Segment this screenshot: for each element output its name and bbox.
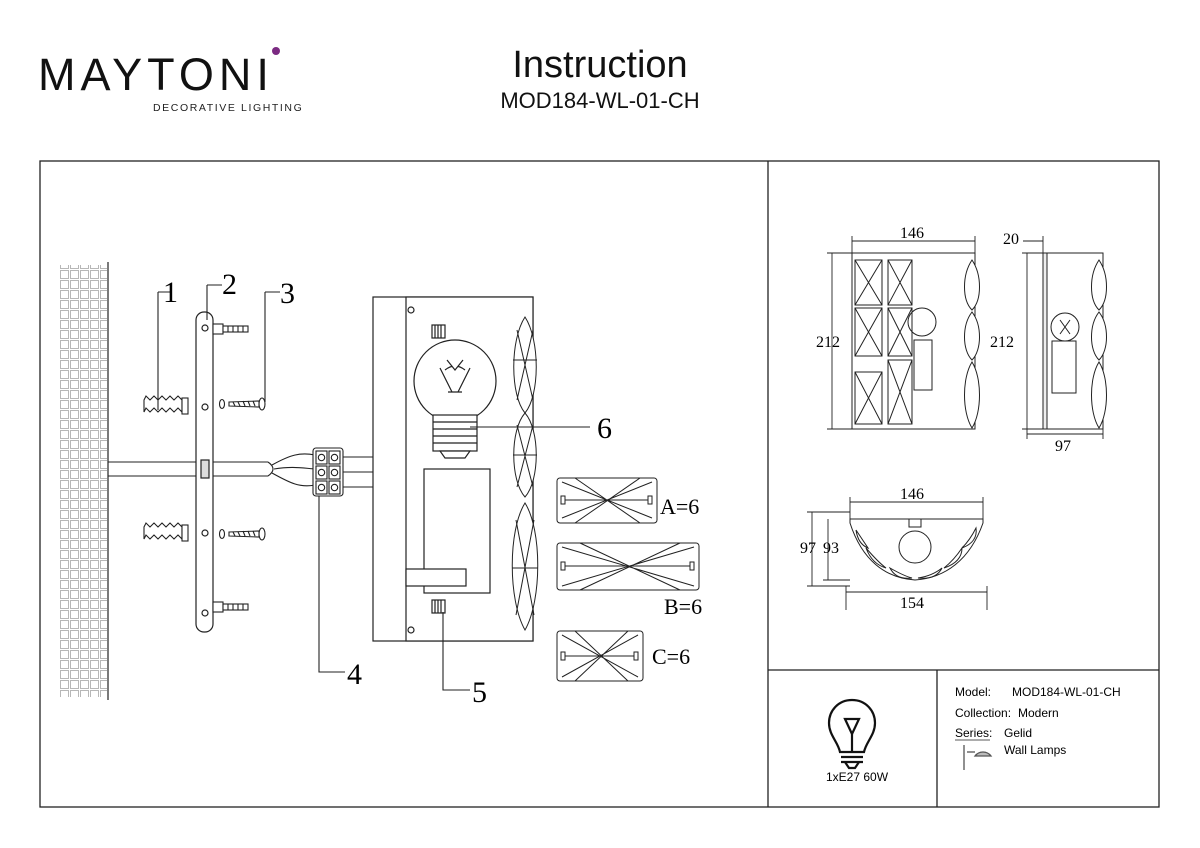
collection-label: Collection: <box>955 706 1011 720</box>
page-title: Instruction <box>512 44 688 86</box>
lamp-spec: 1xE27 60W <box>826 770 889 784</box>
plate-bolt-lower <box>212 601 249 613</box>
terminal-block <box>312 447 344 497</box>
wall-lamp-icon <box>963 745 993 770</box>
wall-dowel-upper <box>143 395 189 415</box>
lamp-crystals <box>511 316 539 632</box>
side-view <box>1042 252 1107 430</box>
lamp-wires <box>343 456 374 488</box>
washer-upper <box>218 398 226 410</box>
model-value: MOD184-WL-01-CH <box>1012 685 1121 699</box>
light-bulb <box>413 339 497 459</box>
screw-lower <box>228 527 266 541</box>
model-label: Model: <box>955 685 991 699</box>
wall-dowel-lower <box>143 522 189 542</box>
mounting-plate <box>195 311 214 633</box>
dim-side-height: 212 <box>990 334 1014 351</box>
dim-top-depth-outer: 97 <box>800 540 816 557</box>
series-label: Series: <box>955 726 992 740</box>
dim-top-depth-inner: 93 <box>823 540 839 557</box>
plate-bolt-upper <box>212 323 249 335</box>
wall-cable <box>108 453 316 487</box>
dim-side-depth-top: 20 <box>1003 231 1019 248</box>
crystal-a <box>556 477 658 524</box>
crystal-b <box>556 542 700 591</box>
brand-tagline: DECORATIVE LIGHTING <box>153 102 304 114</box>
wall-texture <box>60 262 109 700</box>
front-view <box>851 252 980 430</box>
brand-logo: MAYTONI <box>38 49 274 100</box>
crystal-a-label: A=6 <box>660 494 699 519</box>
crystal-c <box>556 630 644 682</box>
top-view <box>849 518 984 581</box>
side-view-dims <box>1022 236 1104 439</box>
dim-front-height: 212 <box>816 334 840 351</box>
callout-4: 4 <box>347 658 362 691</box>
model-code: MOD184-WL-01-CH <box>500 88 700 113</box>
callout-leaders <box>157 284 590 691</box>
collection-value: Modern <box>1018 706 1059 720</box>
washer-lower <box>218 528 226 540</box>
dim-top-width-bottom: 154 <box>900 595 924 612</box>
sheet-frame <box>39 160 1160 808</box>
front-view-dims <box>827 236 976 430</box>
type-value: Wall Lamps <box>1004 743 1066 757</box>
callout-3: 3 <box>280 277 295 310</box>
logo-accent-dot <box>272 47 280 55</box>
callout-2: 2 <box>222 268 237 301</box>
callout-1: 1 <box>163 276 178 309</box>
callout-6: 6 <box>597 412 612 445</box>
top-view-dims <box>807 497 988 610</box>
dim-side-depth: 97 <box>1055 438 1071 455</box>
screw-upper <box>228 397 266 411</box>
dim-top-width: 146 <box>900 486 924 503</box>
series-value: Gelid <box>1004 726 1032 740</box>
crystal-b-label: B=6 <box>664 594 702 619</box>
light-bulb-icon <box>827 698 877 770</box>
dim-front-width: 146 <box>900 225 924 242</box>
callout-5: 5 <box>472 676 487 709</box>
crystal-c-label: C=6 <box>652 644 690 669</box>
